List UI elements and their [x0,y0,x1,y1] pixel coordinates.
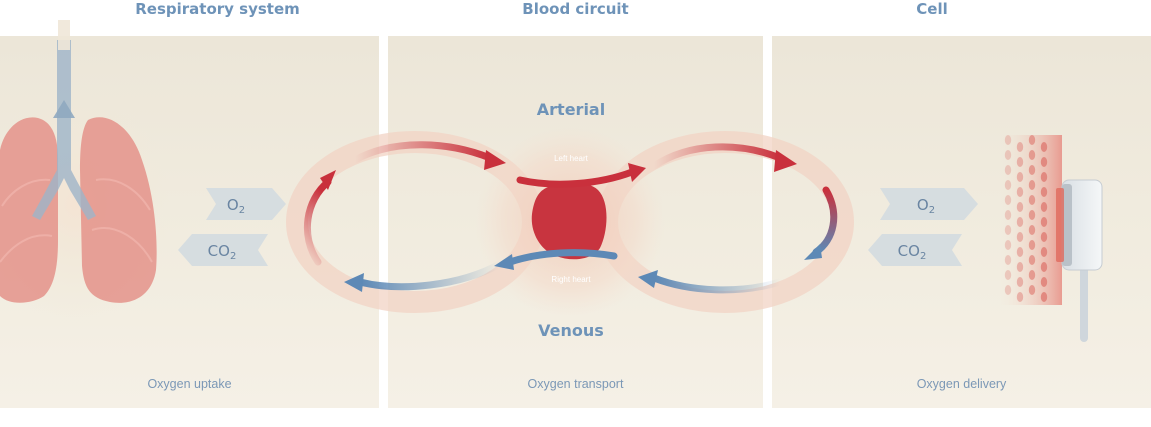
cell-dot [1028,255,1036,265]
caption-oxygen-uptake: Oxygen uptake [147,377,232,391]
lungs-icon [0,20,170,325]
cell-dot [1040,262,1048,272]
arterial-label: Arterial [537,100,605,119]
systemic-capillary-arc [812,186,838,256]
cell-dot [1016,247,1024,257]
cell-o2-label: O2 [917,196,935,216]
cell-dot [1016,292,1024,302]
cell-dot [1016,172,1024,182]
cell-dot [1040,292,1048,302]
cell-dot [1004,195,1012,205]
cell-cluster-icon [1004,135,1048,302]
systemic-venous-arc [650,274,784,294]
cell-dot [1028,225,1036,235]
pulmonary-venous-arrowhead [344,273,364,292]
lungs-co2-arrow: CO2 [178,234,268,266]
cell-dot [1028,270,1036,280]
cell-dot [1028,180,1036,190]
systemic-capillary-arrowhead [804,244,822,260]
title-respiratory-system: Respiratory system [135,0,300,18]
cell-dot [1016,262,1024,272]
venous-label: Venous [538,321,604,340]
pulmonary-venous-arc [356,260,504,291]
cell-dot [1040,277,1048,287]
cell-dot [1004,210,1012,220]
cell-dot [1016,217,1024,227]
cell-dot [1016,187,1024,197]
cell-dot [1004,240,1012,250]
cell-co2-arrow: CO2 [868,234,962,266]
cell-dot [1016,232,1024,242]
cell-dot [1004,285,1012,295]
cell-dot [1040,217,1048,227]
cell-dot [1040,142,1048,152]
cell-dot [1040,187,1048,197]
cell-dot [1004,180,1012,190]
heart-icon [494,163,646,270]
cell-dot [1016,202,1024,212]
systemic-arterial-arc [650,143,784,170]
cell-dot [1028,210,1036,220]
cell-dot [1040,247,1048,257]
cell-dot [1028,195,1036,205]
pulmonary-to-heart-arc [351,141,494,164]
cell-co2-label: CO2 [898,242,927,262]
caption-oxygen-delivery: Oxygen delivery [916,377,1007,391]
cell-dot [1016,142,1024,152]
cell-dot [1028,240,1036,250]
cell-dot [1004,225,1012,235]
title-cell: Cell [916,0,948,18]
cell-dot [1016,157,1024,167]
cell-dot [1004,150,1012,160]
lungs-co2-label: CO2 [208,242,237,262]
systemic-venous-arrowhead [638,270,658,288]
pulmonary-arterial-arc [303,178,332,266]
cell-dot [1016,277,1024,287]
cell-dot [1028,150,1036,160]
lungs-o2-label: O2 [227,196,245,216]
title-blood-circuit: Blood circuit [522,0,629,18]
sensor-device-icon [1056,179,1103,342]
cell-dot [1028,165,1036,175]
cell-dot [1004,255,1012,265]
cell-dot [1040,232,1048,242]
caption-oxygen-transport: Oxygen transport [527,377,624,391]
cell-dot [1004,165,1012,175]
cell-dot [1004,270,1012,280]
pulmonary-to-heart-arrowhead [484,150,506,170]
right-heart-label: Right heart [551,275,591,284]
left-heart-label: Left heart [554,154,589,163]
cell-dot [1040,172,1048,182]
cell-dot [1004,135,1012,145]
cell-dot [1040,202,1048,212]
pulmonary-arterial-arrowhead [320,170,336,190]
cell-dot [1040,157,1048,167]
cell-dot [1028,285,1036,295]
cell-o2-arrow: O2 [880,188,978,220]
systemic-arterial-arrowhead [774,150,797,172]
cell-dot [1028,135,1036,145]
lungs-o2-arrow: O2 [206,188,286,220]
